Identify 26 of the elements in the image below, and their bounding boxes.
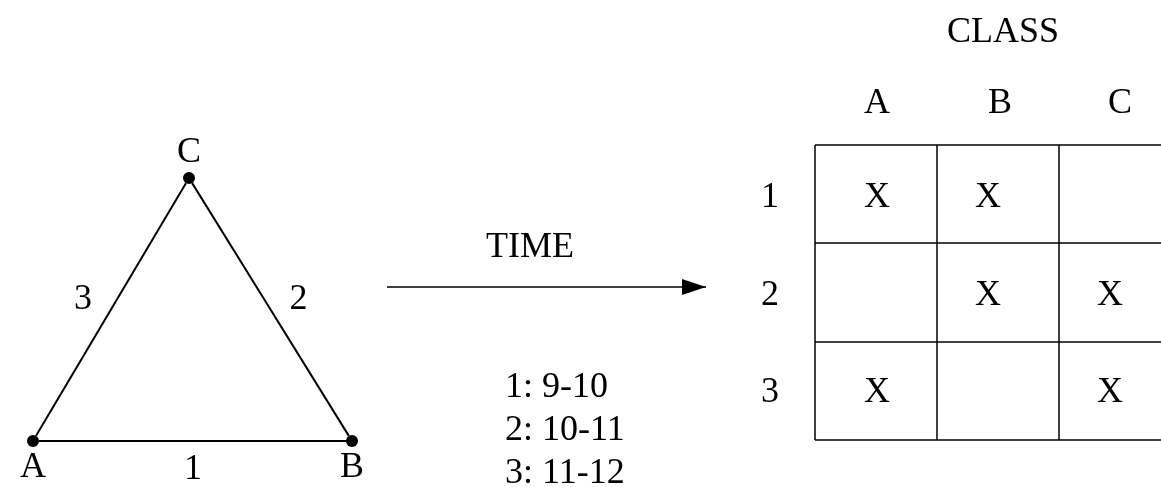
row-header: 3 xyxy=(761,370,779,410)
time-slot: 1: 9-10 xyxy=(505,365,608,405)
table-title: CLASS xyxy=(947,10,1059,50)
table-entry: X xyxy=(1097,370,1123,410)
axis-title: TIME xyxy=(486,225,574,265)
edge-label: 3 xyxy=(73,277,92,318)
time-slot: 3: 11-12 xyxy=(505,451,625,487)
edge-line xyxy=(38,440,347,442)
table-entry: X xyxy=(975,273,1001,313)
edge-label: 1 xyxy=(183,447,202,487)
edge-label: 2 xyxy=(289,276,308,317)
vertex-label: B xyxy=(339,447,365,483)
row-header: 1 xyxy=(761,175,779,215)
table-entry: X xyxy=(864,370,890,410)
vertex-label: C xyxy=(176,132,202,168)
time-slot: 2: 10-11 xyxy=(505,408,625,448)
table-entry: X xyxy=(864,175,890,215)
row-header: 2 xyxy=(761,273,779,313)
vertex-label: A xyxy=(19,447,47,483)
column-header: C xyxy=(1108,81,1132,121)
table-entry: X xyxy=(1097,273,1123,313)
column-header: B xyxy=(988,81,1012,121)
edge-line xyxy=(35,182,187,437)
edge-line xyxy=(191,182,350,437)
column-header: A xyxy=(864,81,890,121)
table-entry: X xyxy=(975,175,1001,215)
